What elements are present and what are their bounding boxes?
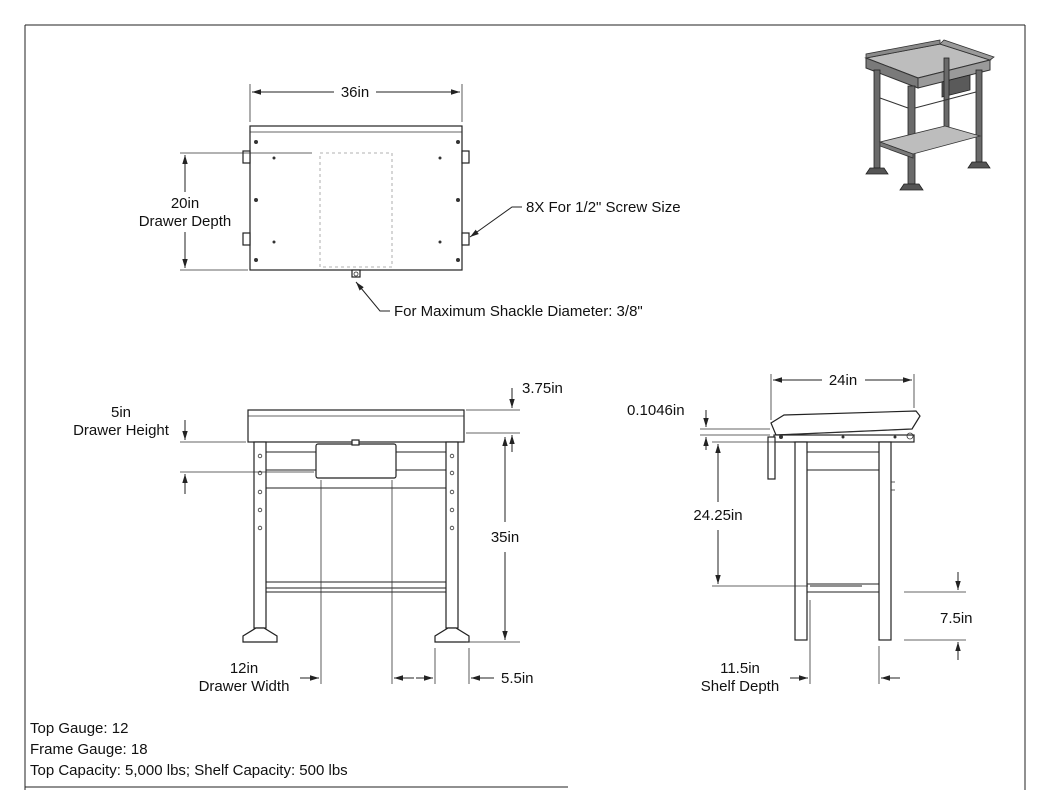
height-label: 35in — [491, 529, 519, 546]
specifications: Top Gauge: 12 Frame Gauge: 18 Top Capaci… — [30, 720, 348, 779]
top-depth-label: 20in — [171, 195, 199, 212]
capacity-spec: Top Capacity: 5,000 lbs; Shelf Capacity:… — [30, 762, 348, 779]
shelf-clearance-label: 7.5in — [940, 610, 973, 627]
isometric-workbench-illustration — [864, 39, 995, 191]
frame-gauge-spec: Frame Gauge: 18 — [30, 741, 148, 758]
shelf-height-label: 24.25in — [693, 507, 742, 524]
screw-note: 8X For 1/2" Screw Size — [526, 199, 681, 216]
top-thickness-label: 3.75in — [522, 380, 563, 397]
shelf-depth-caption: Shelf Depth — [701, 678, 779, 695]
top-width-label: 36in — [341, 84, 369, 101]
drawing-border — [24, 24, 1026, 790]
foot-label: 5.5in — [501, 670, 534, 687]
drawer-width-caption: Drawer Width — [199, 678, 290, 695]
side-depth-label: 24in — [829, 372, 857, 389]
gauge-label: 0.1046in — [627, 402, 685, 419]
side-view: 24in 0.1046in 24.25in 7.5in 11.5in Shelf… — [627, 372, 973, 695]
top-view: 36in 20in Drawer Depth 8X For 1/2" Screw… — [139, 84, 681, 320]
shackle-note: For Maximum Shackle Diameter: 3/8" — [394, 303, 643, 320]
drawer-height-label: 5in — [111, 404, 131, 421]
front-view: 5in Drawer Height 3.75in 35in 12in Drawe… — [73, 380, 563, 695]
shelf-depth-label: 11.5in — [720, 660, 760, 677]
drawer-width-label: 12in — [230, 660, 258, 677]
top-depth-caption: Drawer Depth — [139, 213, 232, 230]
top-gauge-spec: Top Gauge: 12 — [30, 720, 128, 737]
drawer-height-caption: Drawer Height — [73, 422, 170, 439]
